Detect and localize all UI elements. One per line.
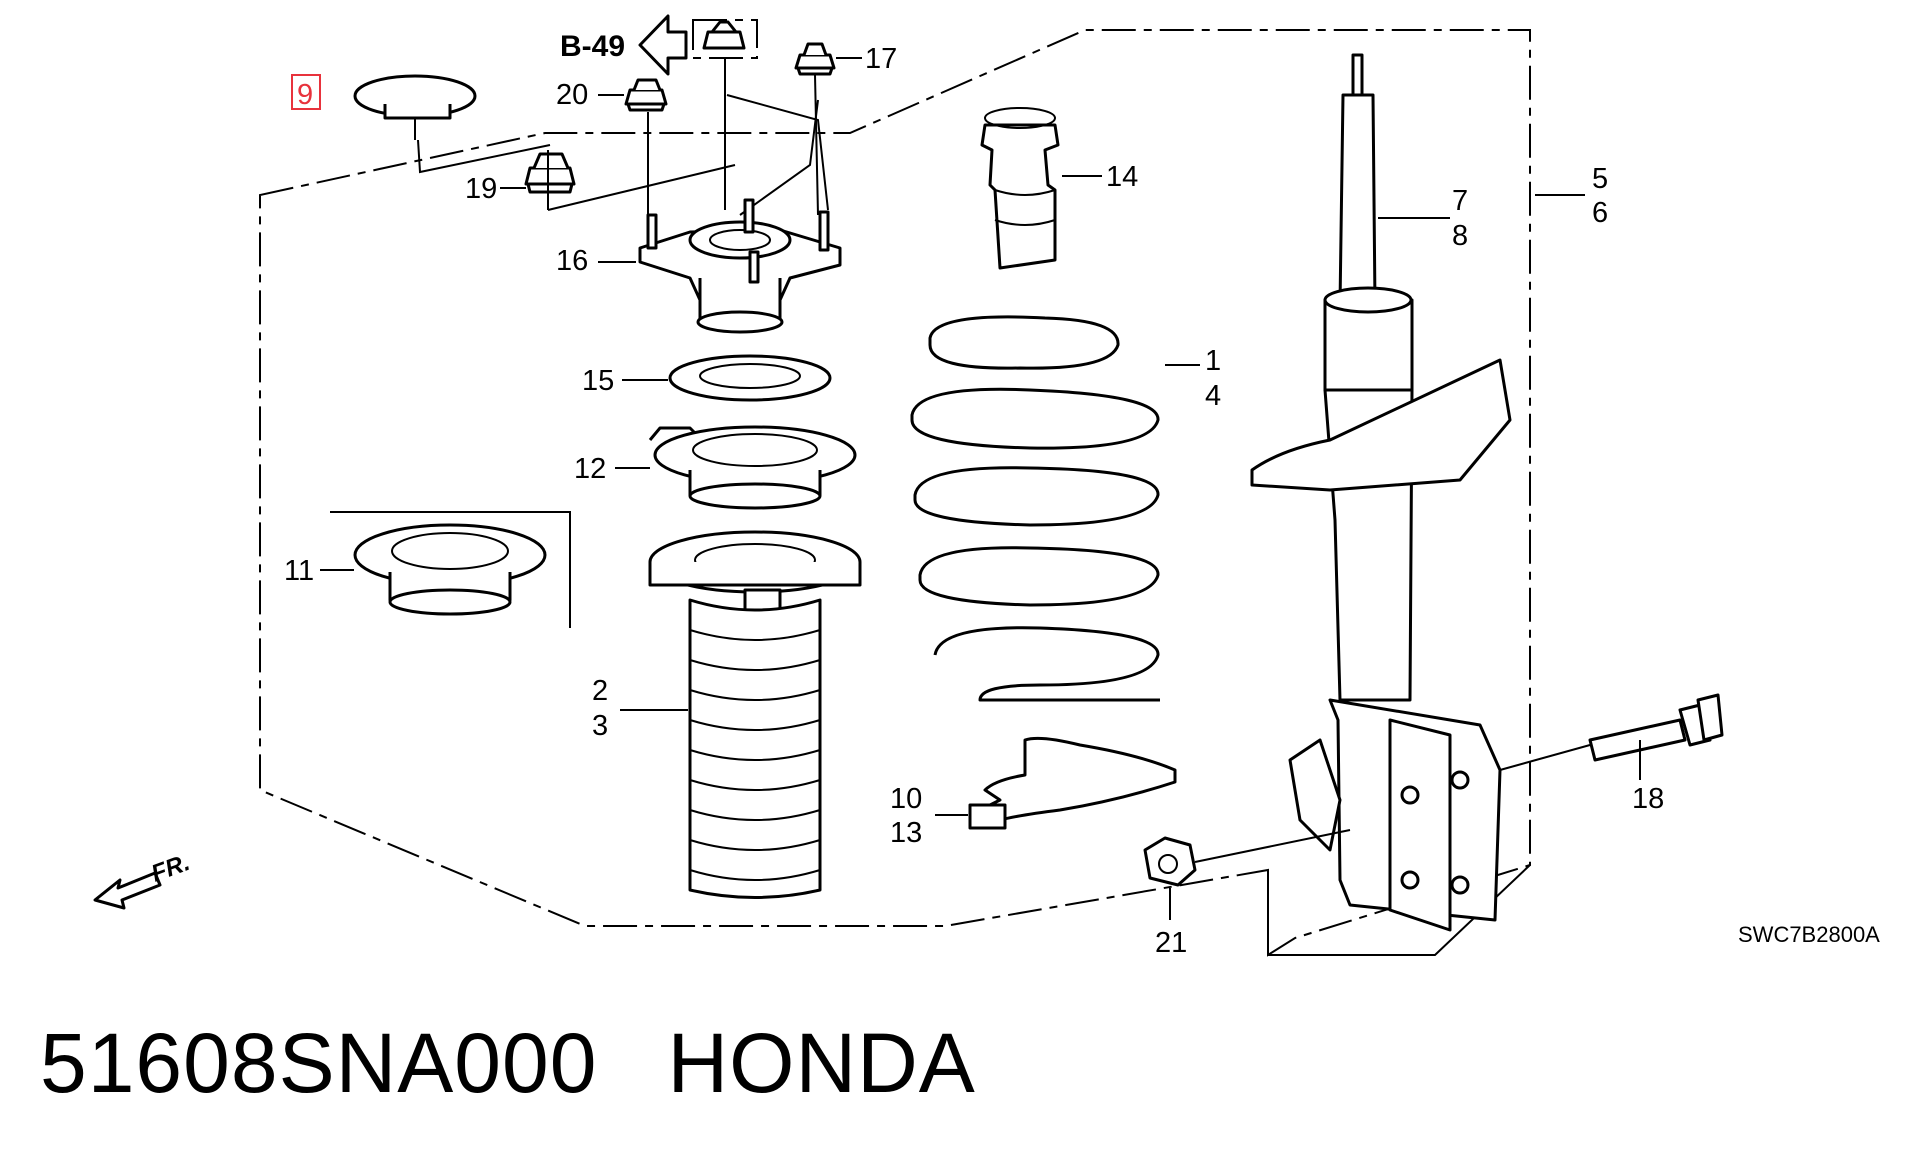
section-nut-icon	[702, 20, 746, 50]
diagram-code: SWC7B2800A	[1738, 922, 1880, 947]
callout-15[interactable]: 15	[582, 365, 614, 397]
callout-18[interactable]: 18	[1632, 783, 1664, 815]
part-20-nut[interactable]	[598, 78, 668, 112]
callout-12[interactable]: 12	[574, 453, 606, 485]
callout-13[interactable]: 13	[890, 817, 922, 849]
callout-8[interactable]: 8	[1452, 220, 1468, 252]
callout-10[interactable]: 10	[890, 783, 922, 815]
callout-16[interactable]: 16	[556, 245, 588, 277]
callout-11[interactable]: 11	[284, 555, 314, 587]
callout-20[interactable]: 20	[556, 79, 588, 111]
part-caption: 51608SNA000 HONDA	[40, 1015, 1046, 1112]
callout-6[interactable]: 6	[1592, 197, 1608, 229]
brand-name: HONDA	[667, 1016, 976, 1110]
callout-5[interactable]: 5	[1592, 163, 1608, 195]
callout-19[interactable]: 19	[465, 173, 497, 205]
front-arrow-icon	[93, 871, 162, 910]
mount-leaders	[547, 58, 829, 216]
part-9-cap[interactable]	[353, 74, 551, 174]
front-label: FR.	[148, 849, 194, 888]
part-12-spring-seat[interactable]	[615, 425, 857, 510]
section-arrow-icon	[638, 14, 688, 76]
callout-17[interactable]: 17	[865, 43, 897, 75]
callout-9[interactable]: 9	[297, 79, 313, 111]
part-14-bump-stop[interactable]	[980, 107, 1102, 270]
part-5-6-strut[interactable]	[1250, 53, 1585, 932]
section-reference[interactable]: B-49	[560, 14, 758, 76]
section-ref-label: B-49	[560, 30, 625, 63]
part-15-washer[interactable]	[622, 354, 832, 402]
part-number: 51608SNA000	[40, 1016, 598, 1110]
part-21-nut[interactable]	[1143, 829, 1351, 920]
callout-3[interactable]: 3	[592, 710, 608, 742]
front-direction: FR.	[93, 849, 194, 910]
callout-1[interactable]: 1	[1205, 345, 1221, 377]
callout-14[interactable]: 14	[1106, 161, 1138, 193]
part-10-13-lower-seat[interactable]	[935, 736, 1177, 830]
part-18-bolt[interactable]	[1499, 693, 1724, 780]
part-19-nut[interactable]	[500, 150, 576, 210]
part-2-3-boot[interactable]	[620, 530, 862, 899]
callout-21[interactable]: 21	[1155, 927, 1187, 959]
callout-2[interactable]: 2	[592, 675, 608, 707]
part-11-rubber-seat[interactable]	[320, 511, 571, 628]
callout-9-highlight	[291, 74, 321, 110]
callout-4[interactable]: 4	[1205, 380, 1221, 412]
part-1-4-coil-spring[interactable]	[910, 315, 1200, 702]
part-17-nut[interactable]	[794, 42, 862, 76]
part-16-upper-mount[interactable]	[598, 198, 842, 334]
callout-7[interactable]: 7	[1452, 185, 1468, 217]
callouts: 9 20 17 19 16 14 7 8 5 6 1 4 15 12 11 2 …	[284, 43, 1880, 959]
